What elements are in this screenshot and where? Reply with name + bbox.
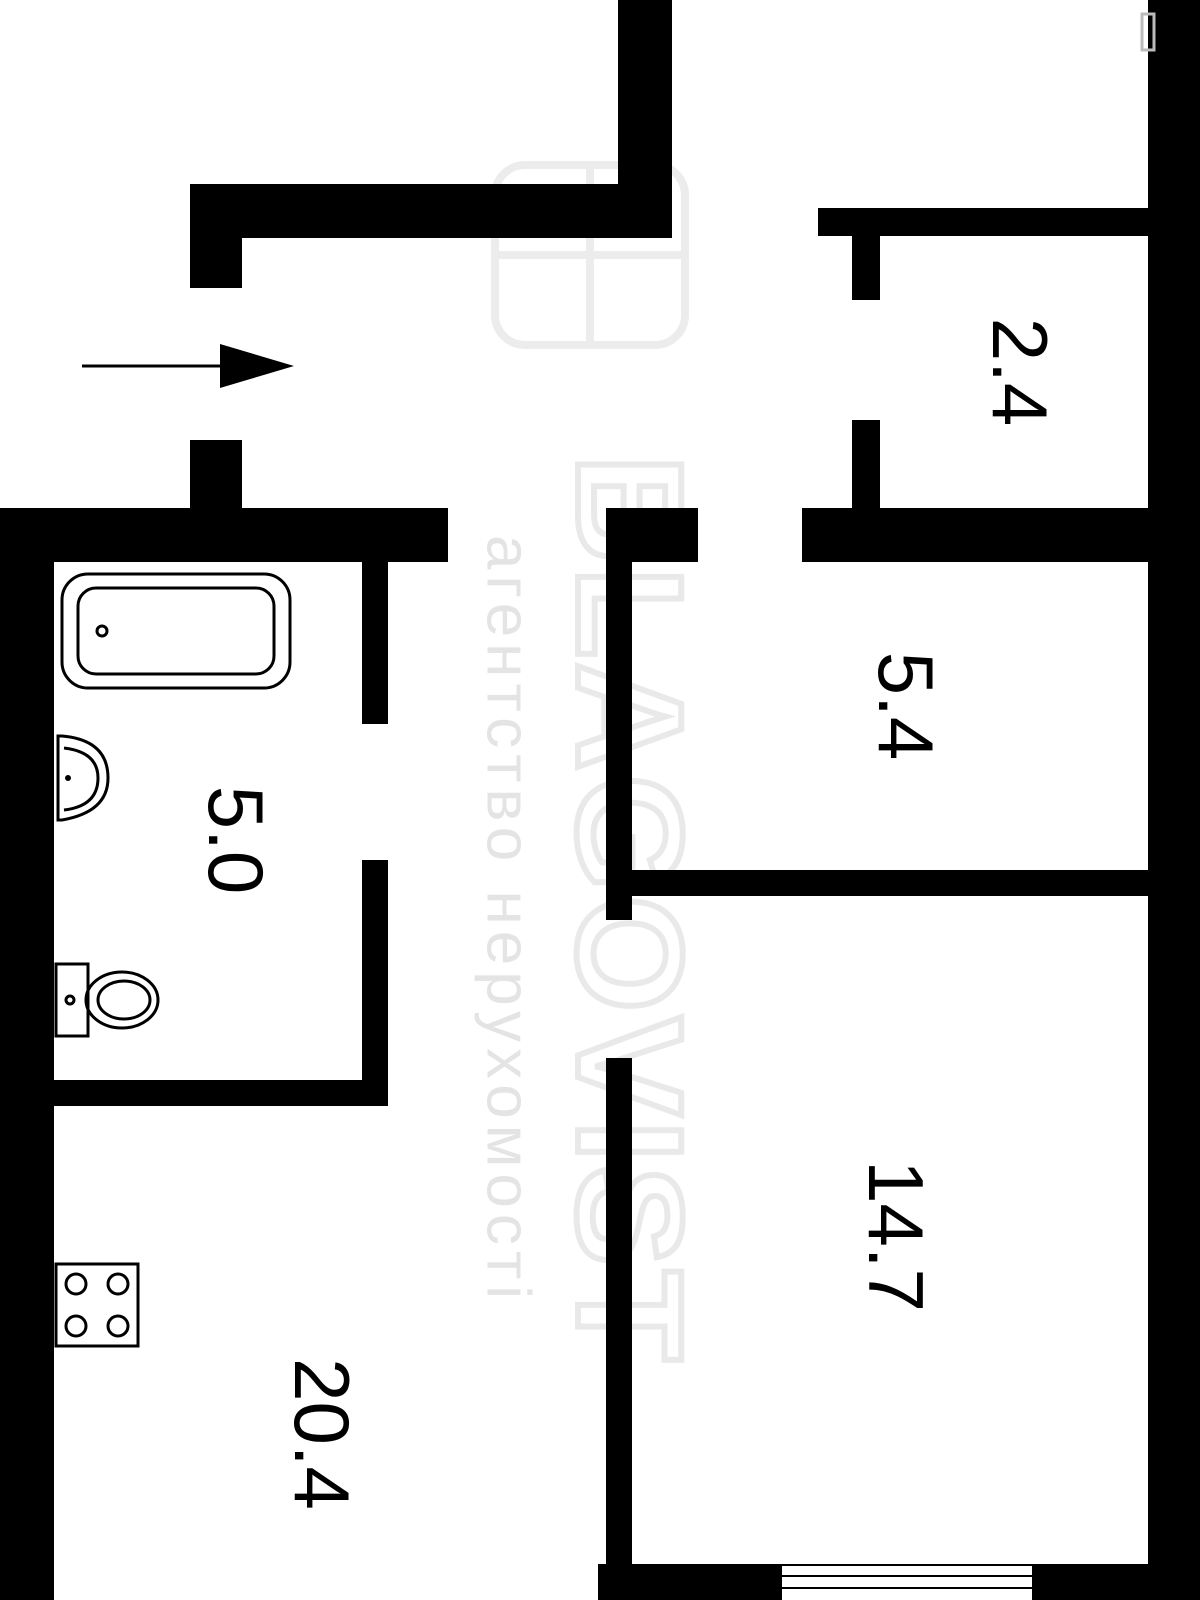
wall-segment bbox=[852, 420, 880, 510]
window bbox=[782, 1566, 1032, 1600]
wall-segment bbox=[606, 870, 1148, 896]
wall-segment bbox=[190, 184, 672, 238]
wall-segment bbox=[818, 208, 1148, 236]
wall-segment bbox=[1148, 0, 1200, 1600]
wall-segment bbox=[362, 860, 388, 1106]
corner-mark bbox=[1140, 12, 1156, 52]
wall-segment bbox=[190, 184, 242, 288]
room-area-bathroom: 5.0 bbox=[192, 786, 280, 894]
wall-segment bbox=[852, 236, 880, 300]
wall-segment bbox=[802, 508, 1148, 562]
wall-segment bbox=[606, 508, 632, 920]
room-area-room: 14.7 bbox=[852, 1160, 940, 1312]
wall-segment bbox=[0, 508, 54, 1600]
wall-segment bbox=[362, 562, 388, 724]
wall-segment bbox=[0, 508, 448, 562]
room-area-kitchen: 20.4 bbox=[278, 1358, 366, 1510]
room-area-corridor: 5.4 bbox=[862, 652, 950, 760]
arrow-right-icon bbox=[82, 344, 294, 388]
watermark-tagline: агентство нерухомості bbox=[474, 535, 543, 1305]
wall-segment bbox=[190, 440, 242, 510]
bathtub-icon bbox=[60, 572, 292, 690]
stove-icon bbox=[54, 1262, 140, 1348]
wall-segment bbox=[54, 1080, 388, 1106]
toilet-icon bbox=[54, 962, 160, 1038]
sink-icon bbox=[56, 734, 110, 822]
watermark: BLAGOVIST агентство нерухомості bbox=[474, 161, 717, 1369]
wall-segment bbox=[606, 1058, 632, 1600]
room-area-storage: 2.4 bbox=[976, 318, 1064, 426]
